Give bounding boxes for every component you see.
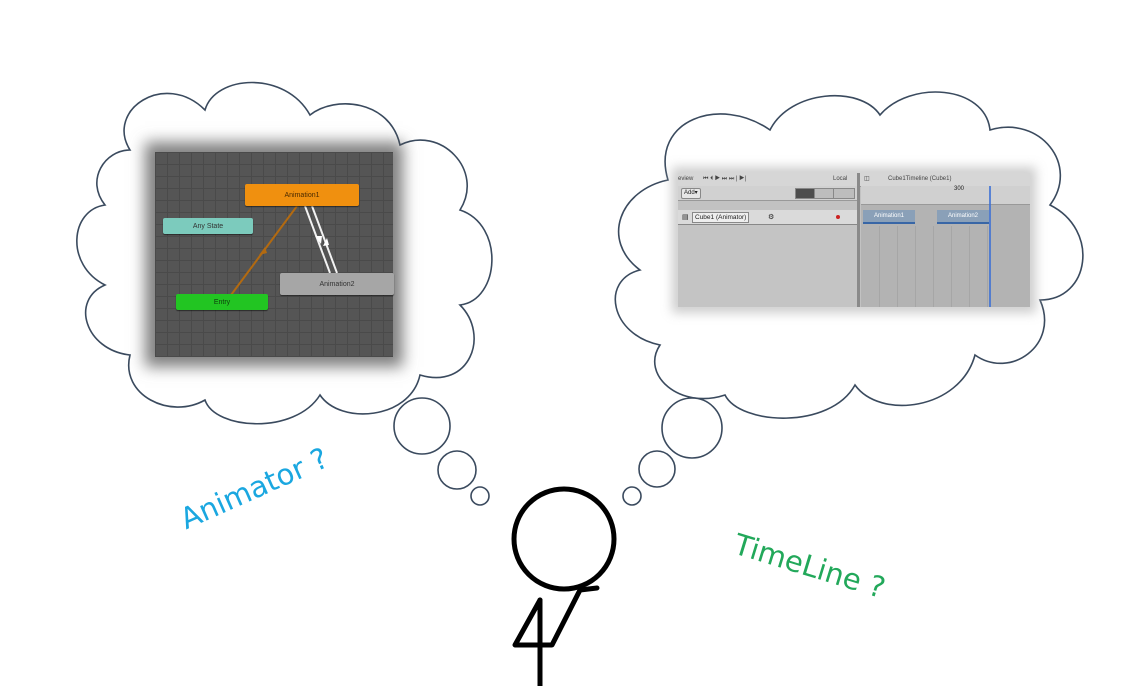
state-animation2: Animation2	[280, 273, 394, 295]
gridline	[933, 226, 934, 307]
timeline-toolbar: eview ⏮ ⏴ ▶ ⏭ ⏭ | ▶| Local ◫ Cube1Timeli…	[678, 173, 1030, 187]
transition-arrow-head	[259, 247, 267, 255]
timeline-title: Cube1Timeline (Cube1)	[888, 176, 952, 182]
timeline-clips-area: 300 Animation1 Animation2	[861, 186, 1030, 307]
animator-window-preview: Animation1 Any State Animation2 Entry	[155, 152, 394, 357]
replace-mode-icon	[834, 189, 852, 198]
timeline-secondary-toolbar: Add▾	[678, 186, 858, 201]
time-ruler: 300	[861, 186, 1030, 205]
timeline-window-preview: eview ⏮ ⏴ ▶ ⏭ ⏭ | ▶| Local ◫ Cube1Timeli…	[678, 173, 1030, 307]
local-label: Local	[833, 176, 848, 182]
playhead	[989, 186, 991, 307]
track-icon: ▤	[682, 214, 689, 221]
right-thought-bubble-medium	[638, 450, 676, 488]
settings-icon: ⚙	[768, 214, 775, 221]
edit-mode-buttons	[795, 188, 855, 199]
gridline	[879, 226, 880, 307]
preview-label: eview	[678, 176, 694, 182]
left-thought-bubble-medium	[437, 450, 477, 490]
lock-icon: ◫	[864, 176, 870, 182]
gridline	[987, 226, 988, 307]
gridline	[915, 226, 916, 307]
mix-mode-icon	[796, 189, 815, 198]
left-thought-bubble-large	[393, 397, 451, 455]
transition-arrows	[230, 205, 338, 296]
panel-divider	[857, 173, 860, 307]
playback-controls: ⏮ ⏴ ▶ ⏭ ⏭ | ▶|	[703, 176, 747, 182]
right-thought-bubble-small	[622, 486, 642, 506]
ripple-mode-icon	[815, 189, 834, 198]
track-label: Cube1 (Animator)	[692, 212, 750, 223]
track-header: ▤ Cube1 (Animator) ⚙	[678, 210, 858, 225]
animation2-to-animation1-transition	[311, 205, 338, 274]
gridline	[951, 226, 952, 307]
clip-animation1: Animation1	[863, 210, 915, 224]
state-any-state: Any State	[163, 218, 253, 234]
gridline	[969, 226, 970, 307]
record-icon	[836, 215, 840, 219]
stick-figure	[511, 486, 617, 686]
right-thought-bubble-large	[661, 397, 723, 459]
transition-arrow-head	[323, 238, 329, 246]
gridline	[897, 226, 898, 307]
stick-figure-arm	[512, 585, 600, 648]
transition-arrow-head	[315, 236, 322, 244]
state-entry: Entry	[176, 294, 268, 310]
state-animation1: Animation1	[245, 184, 359, 206]
clip-animation2: Animation2	[937, 210, 989, 224]
left-thought-bubble-small	[470, 486, 490, 506]
stick-figure-head	[511, 486, 617, 592]
animation1-to-animation2-transition	[304, 205, 331, 274]
track-list-area	[678, 225, 858, 307]
ruler-mark-300: 300	[954, 186, 965, 192]
add-button: Add▾	[681, 188, 701, 199]
